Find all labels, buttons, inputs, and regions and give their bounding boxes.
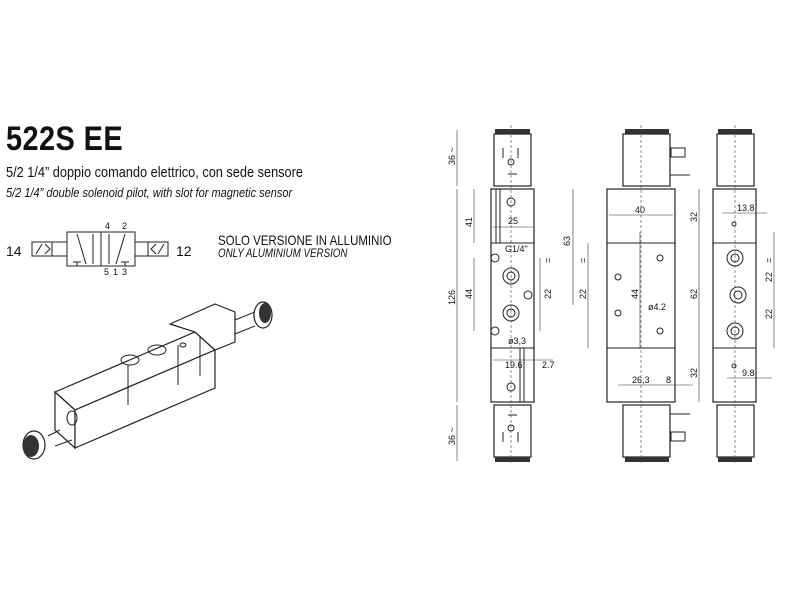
valve-isometric-illustration <box>22 301 273 460</box>
hole-3-3-label: ø3,3 <box>508 336 526 346</box>
dim-63: 63 <box>562 236 572 246</box>
dim-19-6: 19.6 <box>505 360 523 370</box>
end-view-drawing: 13.8 22 22 9.8 = <box>712 125 775 465</box>
port-2-label: 2 <box>122 221 127 231</box>
dim-coil-top: 36 ~ <box>447 147 457 165</box>
dim-total-length: 126 <box>447 290 457 305</box>
port-1-label: 1 <box>113 267 118 277</box>
port-5-label: 5 <box>104 267 109 277</box>
dim-coil-bottom: 36 ~ <box>447 427 457 445</box>
side-view-drawing: 40 32 22 44 62 ø4.2 26,3 8 32 = <box>578 125 700 465</box>
dim-32-bottom: 32 <box>689 368 699 378</box>
solenoid-left-icon <box>31 241 53 257</box>
dim-62: 62 <box>689 289 699 299</box>
dim-32-top: 32 <box>689 212 699 222</box>
port-14-label: 14 <box>6 243 22 259</box>
eq-mark: = <box>578 258 588 263</box>
dim-2-7: 2.7 <box>542 360 555 370</box>
dim-26-3: 26,3 <box>632 375 650 385</box>
hole-4-2-label: ø4.2 <box>648 302 666 312</box>
eq-mark: = <box>764 258 774 263</box>
port-4-label: 4 <box>105 221 110 231</box>
front-view-drawing: 36 ~ 126 36 ~ 41 44 25 63 G1/4" 22 = ø3,… <box>447 125 574 465</box>
note-english: ONLY ALUMINIUM VERSION <box>218 248 348 260</box>
thread-label: G1/4" <box>505 244 528 254</box>
subtitle-english: 5/2 1/4” double solenoid pilot, with slo… <box>6 186 293 200</box>
dim-9-8: 9.8 <box>742 368 755 378</box>
dim-22: 22 <box>543 289 553 299</box>
port-3-label: 3 <box>122 267 127 277</box>
dim-8: 8 <box>666 375 671 385</box>
dim-41: 41 <box>464 217 474 227</box>
eq-mark: = <box>543 258 553 263</box>
valve-symbol: 14 12 4 2 5 1 3 <box>6 221 192 277</box>
dim-13-8: 13.8 <box>737 203 755 213</box>
product-title: 522S EE <box>6 120 124 158</box>
port-12-label: 12 <box>176 243 192 259</box>
subtitle-italian: 5/2 1/4” doppio comando elettrico, con s… <box>6 164 303 181</box>
dim-22: 22 <box>578 289 588 299</box>
dim-22-b: 22 <box>764 309 774 319</box>
note-italian: SOLO VERSIONE IN ALLUMINIO <box>218 232 392 248</box>
dim-25: 25 <box>508 216 518 226</box>
dim-40: 40 <box>635 205 645 215</box>
dim-44: 44 <box>464 289 474 299</box>
dim-22-a: 22 <box>764 272 774 282</box>
solenoid-right-icon <box>147 241 169 257</box>
dim-44: 44 <box>630 289 640 299</box>
